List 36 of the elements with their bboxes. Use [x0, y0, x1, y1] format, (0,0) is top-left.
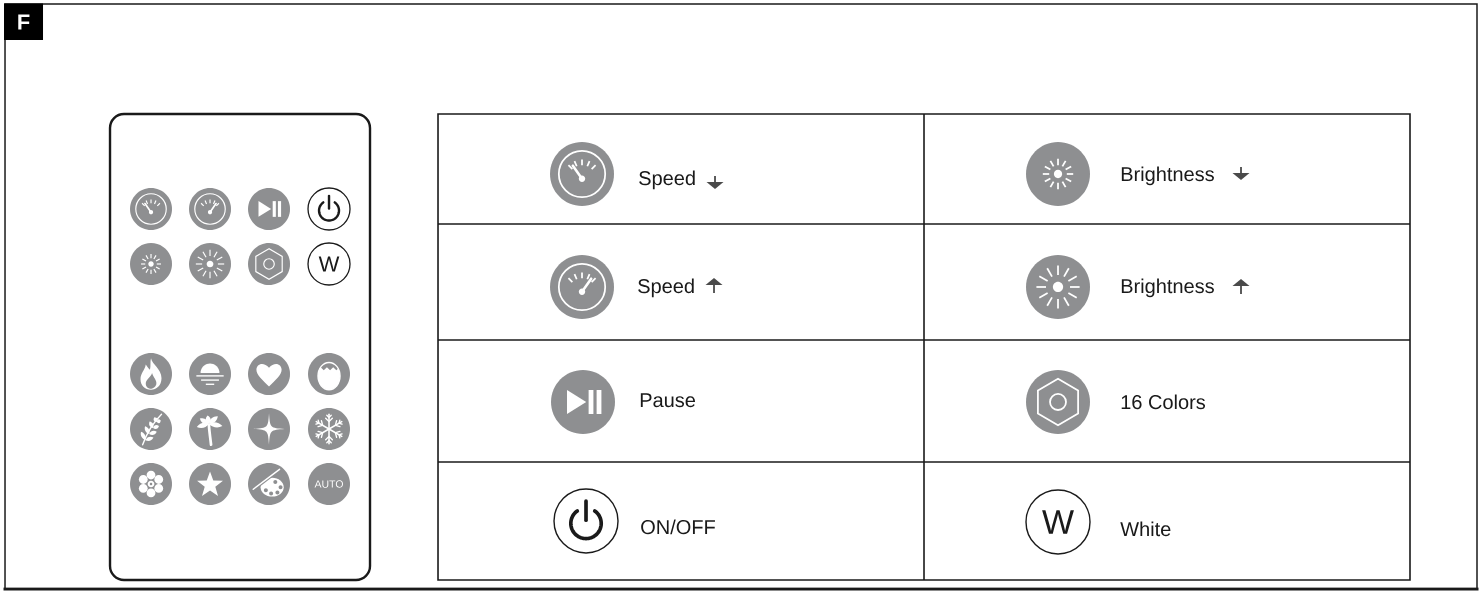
- palette-button: [248, 463, 290, 505]
- hexagon-button: [248, 243, 290, 285]
- function-label: Brightness: [1121, 278, 1214, 298]
- play-pause-icon: [551, 370, 615, 434]
- panel-letter: F: [4, 3, 43, 40]
- sun-icon: [1026, 142, 1090, 206]
- play-pause-button: [248, 188, 290, 230]
- sun-button: [189, 243, 231, 285]
- heart-button: [248, 353, 290, 395]
- power-icon: [553, 488, 619, 554]
- remote-control: [108, 112, 372, 582]
- w-button: W: [307, 242, 351, 286]
- sun-icon: [1026, 255, 1090, 319]
- function-label: Speed: [639, 170, 695, 190]
- function-label: Pause: [640, 393, 695, 408]
- gauge-icon: [550, 255, 614, 319]
- sunset-button: [189, 353, 231, 395]
- function-label: 16 Colors: [1121, 394, 1206, 410]
- power-button: [307, 187, 351, 231]
- function-label: Brightness: [1121, 166, 1214, 186]
- flower-button: [130, 463, 172, 505]
- leaf-button: [130, 408, 172, 450]
- snowflake-button: [308, 408, 350, 450]
- egg-button: [308, 353, 350, 395]
- gauge-icon: [550, 142, 614, 206]
- gauge-button: [189, 188, 231, 230]
- gauge-button: [130, 188, 172, 230]
- sparkle-button: [248, 408, 290, 450]
- star-button: [189, 463, 231, 505]
- auto-button: AUTO: [308, 463, 350, 505]
- palm-tree-button: [189, 408, 231, 450]
- flame-button: [130, 353, 172, 395]
- sun-button: [130, 243, 172, 285]
- function-label: White: [1120, 521, 1171, 537]
- function-label: ON/OFF: [641, 519, 715, 535]
- function-label: Speed: [638, 278, 694, 298]
